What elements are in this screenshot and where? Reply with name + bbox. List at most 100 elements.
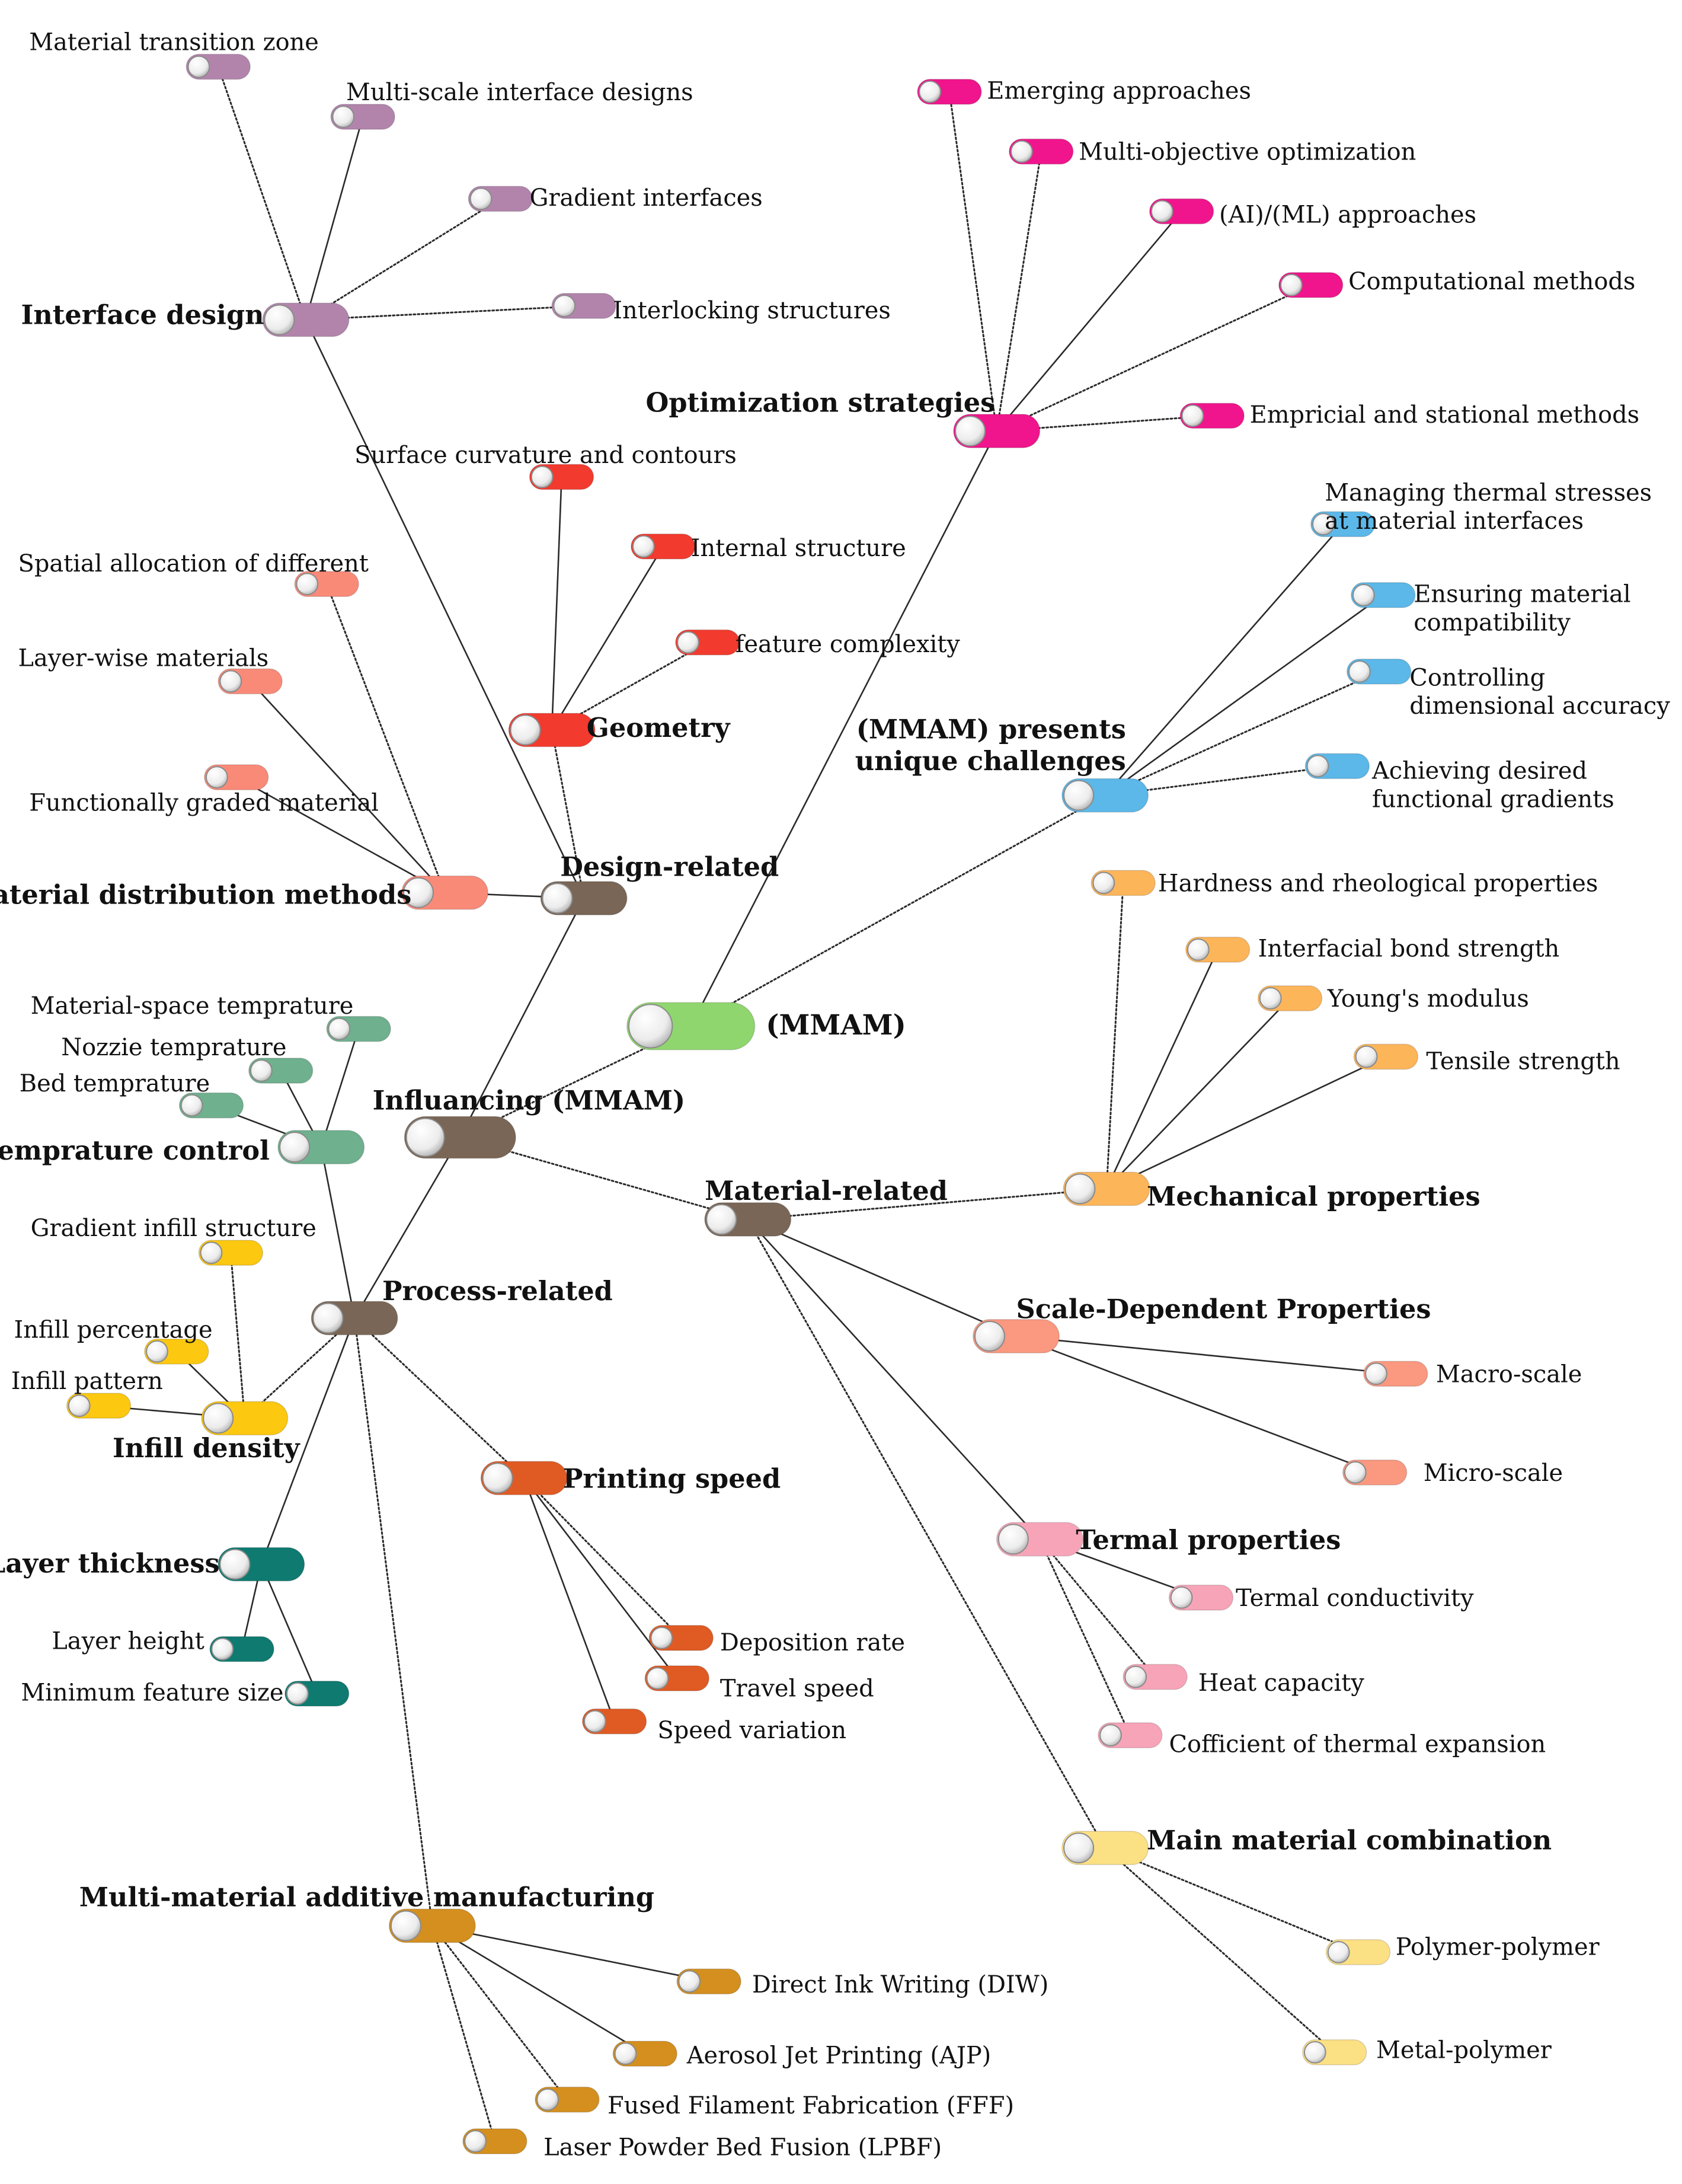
node-label-line: Design-related xyxy=(560,851,779,883)
node-knob xyxy=(1352,584,1375,606)
node-label-line: Process-related xyxy=(382,1275,613,1307)
node-label-line: Internal structure xyxy=(691,535,906,562)
node-label-line: Spatial allocation of different xyxy=(18,550,369,577)
node-knob xyxy=(405,1117,445,1157)
node-knob xyxy=(997,1524,1029,1555)
node-label-line: Ensuring material xyxy=(1414,581,1630,608)
node-label: Design-related xyxy=(560,851,779,883)
node-i2: Multi-scale interface designs xyxy=(330,79,693,130)
edge-chal-c2 xyxy=(1104,594,1384,796)
node-label: Main material combination xyxy=(1147,1825,1552,1856)
edge-speed-s3 xyxy=(523,1477,615,1722)
node-knob xyxy=(403,877,434,908)
node-label-line: Metal-polymer xyxy=(1376,2036,1552,2064)
node-knob xyxy=(1099,1724,1122,1747)
edge-opt-o5 xyxy=(996,414,1213,432)
node-g3: feature complexity xyxy=(675,629,960,658)
edge-opt-o2 xyxy=(996,151,1043,432)
node-label-line: Material-space temprature xyxy=(31,992,354,1020)
node-label-line: Interfacial bond strength xyxy=(1258,935,1560,963)
edge-layer-l2 xyxy=(260,1563,318,1695)
node-label-line: Gradient interfaces xyxy=(530,184,763,212)
node-knob xyxy=(250,1059,273,1082)
node-label-line: (AI)/(ML) approaches xyxy=(1219,201,1476,228)
node-label-line: Temprature control xyxy=(0,1135,270,1166)
node-knob xyxy=(1259,987,1282,1010)
node-knob xyxy=(1327,1941,1350,1963)
node-temp: Temprature control xyxy=(0,1130,365,1166)
node-knob xyxy=(1092,871,1115,895)
node-a4: Laser Powder Bed Fusion (LPBF) xyxy=(462,2128,942,2161)
node-knob xyxy=(312,1302,344,1334)
node-label-line: Layer thickness xyxy=(0,1548,220,1579)
node-label: Young's modulus xyxy=(1327,985,1529,1013)
node-a2: Aerosol Jet Printing (AJP) xyxy=(612,2041,992,2070)
node-design: Design-related xyxy=(540,851,779,916)
node-label-line: dimensional accuracy xyxy=(1409,692,1670,720)
node-label-line: Computational methods xyxy=(1348,268,1635,295)
node-layer: Layer thickness xyxy=(0,1547,305,1582)
node-a3: Fused Filament Fabrication (FFF) xyxy=(535,2086,1014,2119)
node-mam: Multi-material additive manufacturing xyxy=(79,1882,654,1943)
node-label-line: Material distribution methods xyxy=(0,879,411,911)
node-label: Spatial allocation of different xyxy=(18,550,369,577)
node-sc1: Macro-scale xyxy=(1363,1361,1582,1388)
node-label-line: Printing speed xyxy=(563,1463,781,1495)
node-o2: Multi-objective optimization xyxy=(1009,139,1416,166)
node-th3: Cofficient of thermal expansion xyxy=(1098,1722,1546,1758)
node-f2: Infill percentage xyxy=(14,1316,213,1365)
node-knob xyxy=(1344,1461,1367,1484)
node-label: Aerosol Jet Printing (AJP) xyxy=(686,2042,992,2070)
node-knob xyxy=(1306,755,1329,778)
node-label: Heat capacity xyxy=(1198,1669,1364,1697)
node-label-line: Layer-wise materials xyxy=(18,645,269,672)
node-label: Material-space temprature xyxy=(31,992,354,1020)
node-knob xyxy=(1124,1665,1147,1688)
edge-mdist-d3 xyxy=(235,776,446,894)
node-th1: Termal conductivity xyxy=(1168,1585,1474,1612)
node-label-line: Infill pattern xyxy=(11,1368,163,1395)
node-knob xyxy=(180,1094,203,1117)
node-label-line: Functionally graded material xyxy=(29,789,379,816)
nodes-layer: (MMAM)Influancing (MMAM)Optimization str… xyxy=(0,28,1670,2161)
edge-mam-a3 xyxy=(431,1925,568,2101)
node-knob xyxy=(919,80,941,103)
node-label: Cofficient of thermal expansion xyxy=(1169,1730,1546,1758)
node-knob xyxy=(974,1321,1005,1352)
node-label-line: Nozzie temprature xyxy=(61,1034,286,1061)
node-d3: Functionally graded material xyxy=(29,764,379,816)
node-label: Printing speed xyxy=(563,1463,781,1495)
node-speed: Printing speed xyxy=(480,1461,781,1496)
edge-mmam-chal xyxy=(690,794,1107,1027)
node-knob xyxy=(1312,513,1335,536)
edge-design-geom xyxy=(551,729,585,899)
node-label-line: Hardness and rheological properties xyxy=(1158,870,1598,897)
node-l1: Layer height xyxy=(52,1628,274,1662)
node-label: Infill density xyxy=(113,1432,300,1464)
node-knob xyxy=(530,465,554,488)
edge-design-iface xyxy=(305,319,585,899)
edge-mam-a2 xyxy=(431,1925,646,2055)
node-label: Macro-scale xyxy=(1436,1361,1582,1388)
node-label-line: Multi-scale interface designs xyxy=(346,79,693,106)
node-knob xyxy=(1170,1586,1193,1609)
node-t1: Material-space temprature xyxy=(31,992,391,1042)
node-label-line: Surface curvature and contours xyxy=(354,442,737,469)
node-label: Infill percentage xyxy=(14,1316,213,1343)
node-label-line: Scale-Dependent Properties xyxy=(1016,1294,1431,1325)
node-m3: Young's modulus xyxy=(1257,985,1529,1013)
node-label-line: Layer height xyxy=(52,1628,204,1655)
edge-material-comb xyxy=(747,1218,1107,1849)
node-label-line: Mechanical properties xyxy=(1147,1181,1480,1212)
node-label-line: Polymer-polymer xyxy=(1396,1934,1600,1961)
edge-influ-process xyxy=(353,1136,461,1319)
node-label: Material transition zone xyxy=(29,28,319,56)
node-label: Infill pattern xyxy=(11,1368,163,1395)
node-o1: Emerging approaches xyxy=(917,78,1251,105)
